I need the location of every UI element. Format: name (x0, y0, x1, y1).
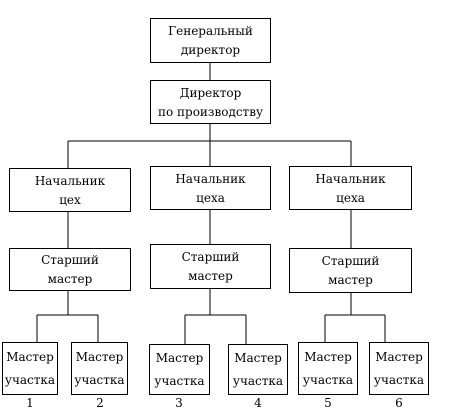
production-director-box: Директор по производству (150, 80, 271, 124)
senior-master-line1: Старший (321, 253, 380, 268)
shop-head-line1: Начальник (34, 173, 106, 188)
section-number-6: 6 (395, 396, 403, 410)
section-number-4: 4 (254, 396, 262, 410)
section-master-box-2: Мастер участка (71, 342, 128, 395)
section-master-line1: Мастер (304, 349, 352, 364)
section-master-line1: Мастер (75, 349, 124, 364)
section-master-line2: участка (232, 373, 284, 388)
ceo-box: Генеральный директор (150, 18, 271, 63)
shop-head-line2: цеха (196, 190, 225, 205)
section-master-line2: участка (154, 373, 205, 388)
section-number-3: 3 (175, 396, 183, 410)
section-master-line2: участка (373, 373, 425, 388)
production-director-line1: Директор (179, 85, 242, 100)
senior-master-line1: Старший (181, 249, 240, 264)
shop-head-line1: Начальник (175, 171, 246, 186)
senior-master-box-2: Старший мастер (150, 244, 271, 289)
shop-head-line2: цех (59, 192, 81, 207)
section-master-line1: Мастер (375, 349, 423, 364)
section-master-box-4: Мастер участка (228, 344, 288, 395)
senior-master-line2: мастер (188, 269, 233, 284)
section-number-2: 2 (96, 396, 104, 410)
section-master-line1: Мастер (6, 349, 54, 364)
shop-head-box-1: Начальник цех (9, 168, 131, 212)
senior-master-box-1: Старший мастер (9, 248, 131, 291)
section-number-1: 1 (26, 396, 34, 410)
section-master-line2: участка (302, 373, 354, 388)
senior-master-box-3: Старший мастер (289, 248, 412, 293)
senior-master-line2: мастер (328, 273, 373, 288)
shop-head-box-3: Начальник цеха (289, 166, 412, 210)
shop-head-line1: Начальник (315, 171, 386, 186)
section-master-line1: Мастер (155, 351, 204, 366)
production-director-line2: по производству (157, 104, 264, 119)
shop-head-line2: цеха (336, 190, 365, 205)
section-number-5: 5 (324, 396, 332, 410)
section-master-box-3: Мастер участка (149, 344, 210, 395)
ceo-line2: директор (180, 43, 241, 58)
shop-head-box-2: Начальник цеха (150, 166, 271, 210)
section-master-box-6: Мастер участка (369, 342, 429, 395)
section-master-line2: участка (4, 373, 56, 388)
ceo-line1: Генеральный (168, 23, 253, 38)
senior-master-line2: мастер (47, 271, 93, 286)
section-master-box-1: Мастер участка (2, 342, 58, 395)
section-master-line2: участка (74, 373, 125, 388)
section-master-box-5: Мастер участка (298, 342, 358, 395)
senior-master-line1: Старший (41, 253, 99, 268)
section-master-line1: Мастер (234, 351, 282, 366)
